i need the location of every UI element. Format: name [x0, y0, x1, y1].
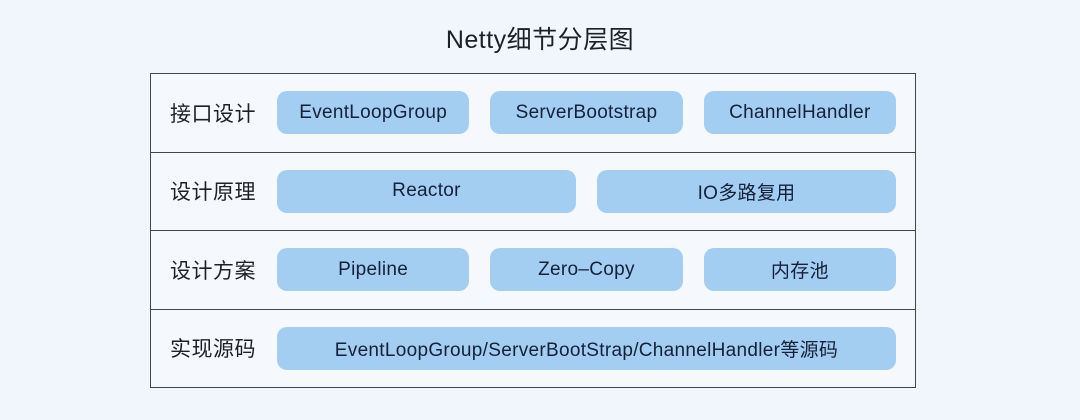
pill-group-interface-design: EventLoopGroup ServerBootstrap ChannelHa…: [277, 91, 896, 135]
layer-row-interface-design: 接口设计 EventLoopGroup ServerBootstrap Chan…: [151, 74, 915, 152]
pill-serverbootstrap: ServerBootstrap: [490, 91, 683, 135]
row-label-design-scheme: 设计方案: [170, 259, 256, 283]
pill-eventloopgroup: EventLoopGroup: [277, 91, 470, 135]
layer-row-design-scheme: 设计方案 Pipeline Zero–Copy 内存池: [151, 230, 915, 309]
page-title: Netty细节分层图: [445, 26, 635, 54]
pill-pipeline: Pipeline: [277, 248, 470, 292]
layer-row-implementation-source: 实现源码 EventLoopGroup/ServerBootStrap/Chan…: [151, 308, 915, 388]
pill-group-implementation-source: EventLoopGroup/ServerBootStrap/ChannelHa…: [277, 326, 896, 370]
row-label-design-principle: 设计原理: [170, 181, 256, 205]
pill-reactor: Reactor: [277, 169, 576, 213]
pill-channelhandler: ChannelHandler: [703, 91, 896, 135]
pill-group-design-principle: Reactor IO多路复用: [277, 169, 896, 213]
row-label-implementation-source: 实现源码: [170, 338, 256, 362]
pill-source-code: EventLoopGroup/ServerBootStrap/ChannelHa…: [277, 326, 896, 370]
netty-layer-diagram: 接口设计 EventLoopGroup ServerBootstrap Chan…: [150, 73, 916, 388]
pill-zero-copy: Zero–Copy: [490, 248, 683, 292]
layer-row-design-principle: 设计原理 Reactor IO多路复用: [151, 151, 915, 231]
row-label-interface-design: 接口设计: [170, 102, 256, 126]
pill-io-multiplexing: IO多路复用: [597, 169, 896, 213]
pill-group-design-scheme: Pipeline Zero–Copy 内存池: [277, 248, 896, 292]
pill-memory-pool: 内存池: [703, 248, 896, 292]
